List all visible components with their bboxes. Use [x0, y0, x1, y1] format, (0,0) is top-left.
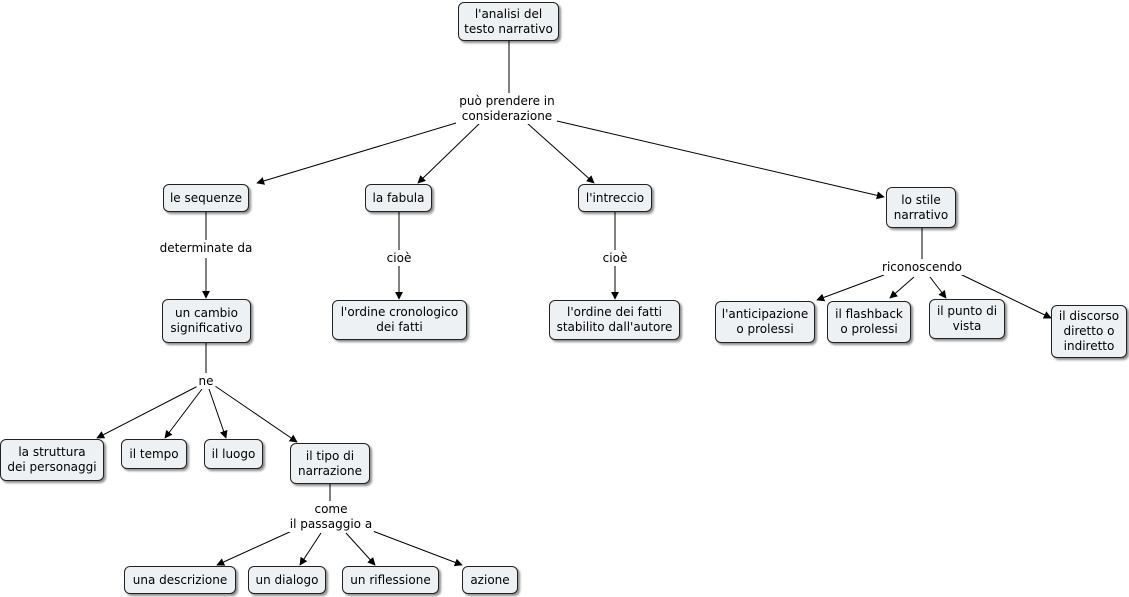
- arrow-to-intreccio: [526, 122, 595, 184]
- arrow-to-riflessione: [345, 532, 376, 566]
- arrow-to-anticipazione: [816, 274, 885, 302]
- concept-punto-di-vista[interactable]: il punto di vista: [929, 299, 1005, 339]
- arrow-to-azione: [369, 529, 463, 567]
- concept-ordine-cronologico[interactable]: l'ordine cronologico dei fatti: [332, 300, 467, 340]
- arrow-to-stile: [556, 120, 885, 200]
- arrow-to-tipo: [214, 385, 298, 443]
- link-phrase-prendere-considerazione: può prendere in considerazione: [457, 94, 557, 124]
- link-phrase-riconoscendo: riconoscendo: [880, 260, 964, 275]
- concept-dialogo[interactable]: un dialogo: [248, 566, 326, 594]
- arrow-to-fabula: [417, 122, 481, 184]
- concept-anticipazione[interactable]: l'anticipazione o prolessi: [715, 301, 815, 343]
- link-phrase-fabula-cioe: cioè: [384, 251, 414, 266]
- link-phrase-determinate-da: determinate da: [157, 241, 255, 256]
- concept-cambio-significativo[interactable]: un cambio significativo: [162, 299, 251, 343]
- arrow-to-discorso: [957, 272, 1052, 319]
- arrow-to-descrizione: [216, 529, 295, 566]
- concept-stile-narrativo[interactable]: lo stile narrativo: [886, 187, 956, 228]
- concept-struttura-personaggi[interactable]: la struttura dei personaggi: [0, 439, 104, 481]
- arrow-to-struttura: [96, 385, 199, 439]
- concept-intreccio[interactable]: l'intreccio: [578, 184, 652, 212]
- concept-azione[interactable]: azione: [462, 566, 518, 594]
- concept-descrizione[interactable]: una descrizione: [124, 566, 236, 594]
- concept-analisi-testo-narrativo[interactable]: l'analisi del testo narrativo: [458, 2, 559, 41]
- concept-luogo[interactable]: il luogo: [204, 439, 263, 469]
- concept-riflessione[interactable]: un riflessione: [342, 566, 439, 594]
- arrow-to-dialogo: [299, 532, 322, 566]
- concept-sequenze[interactable]: le sequenze: [163, 184, 249, 212]
- link-phrase-intreccio-cioe: cioè: [600, 251, 630, 266]
- arrow-to-punto: [929, 276, 947, 299]
- link-phrase-ne: ne: [196, 374, 216, 389]
- arrow-to-sequenze: [256, 122, 457, 185]
- concept-discorso[interactable]: il discorso diretto o indiretto: [1051, 305, 1127, 358]
- arrow-to-flashback: [889, 276, 915, 299]
- concept-tipo-narrazione[interactable]: il tipo di narrazione: [290, 443, 370, 484]
- concept-ordine-autore[interactable]: l'ordine dei fatti stabilito dall'autore: [549, 300, 680, 340]
- concept-flashback[interactable]: il flashback o prolessi: [827, 301, 911, 343]
- link-phrase-passaggio: come il passaggio a: [287, 502, 375, 532]
- concept-fabula[interactable]: la fabula: [365, 184, 432, 212]
- arrow-to-luogo: [208, 388, 228, 439]
- arrow-to-tempo: [164, 388, 203, 439]
- concept-tempo[interactable]: il tempo: [121, 439, 187, 469]
